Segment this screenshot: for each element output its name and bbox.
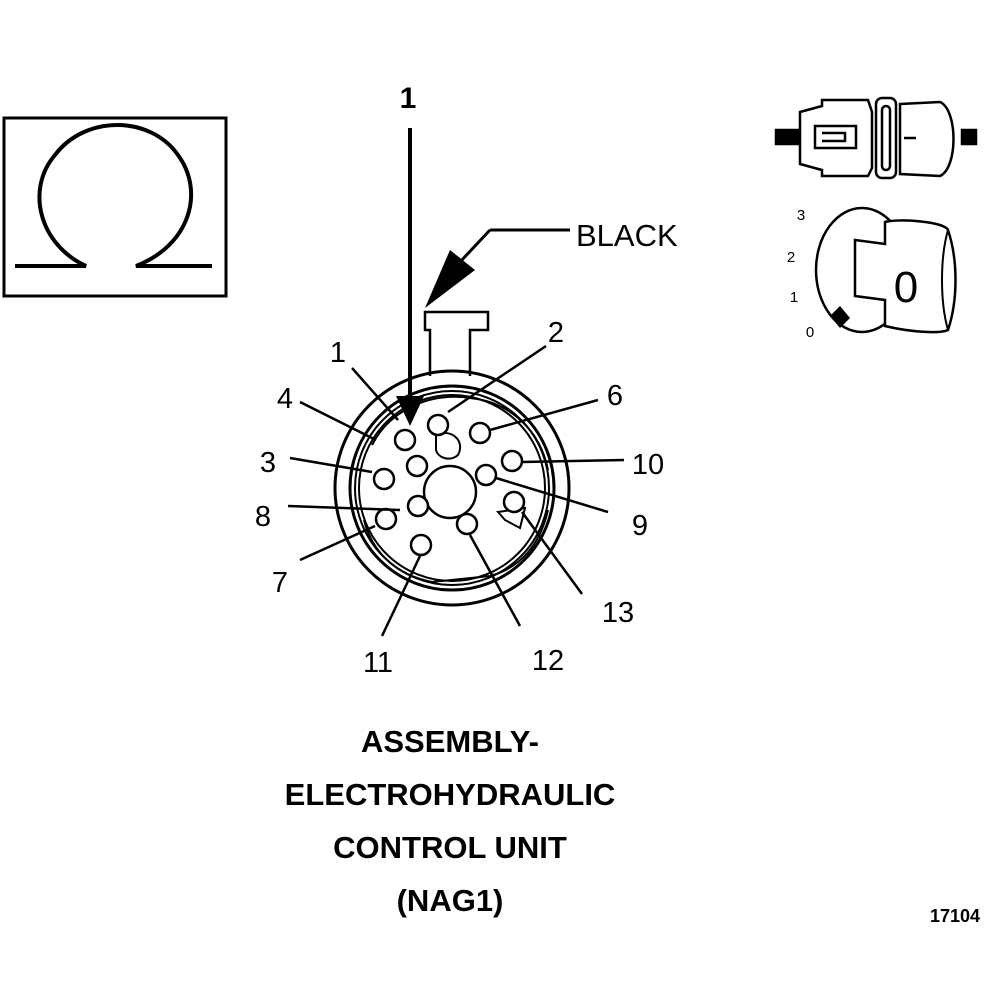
black-label: BLACK [576, 218, 678, 253]
switch-pos-1: 1 [790, 289, 798, 306]
pin-cavities [372, 413, 526, 557]
title-line-4: (NAG1) [396, 883, 504, 918]
selector-knob-label: 0 [894, 263, 918, 312]
switch-pos-2: 2 [787, 249, 795, 266]
pin-label-11: 11 [363, 647, 393, 679]
pin-cavity-13 [502, 490, 526, 514]
pin-cavity-11 [409, 533, 433, 557]
pin-cavity-12 [455, 512, 479, 536]
title-line-3: CONTROL UNIT [333, 830, 567, 865]
pin-label-8: 8 [255, 501, 271, 533]
title-line-1: ASSEMBLY- [360, 724, 539, 759]
connector-side-icon [774, 96, 978, 180]
pin-cavity-9 [474, 463, 498, 487]
pin-labels: 1 2 3 4 6 7 8 9 10 11 12 13 [255, 317, 664, 679]
ohm-icon [15, 123, 212, 268]
pin-cavity-8 [406, 494, 430, 518]
pin-label-3: 3 [260, 447, 276, 479]
pin-cavity-1 [393, 428, 417, 452]
pin-cavity-2 [426, 413, 450, 437]
pin-cavity-4 [405, 454, 429, 478]
pin-label-12: 12 [532, 645, 564, 677]
selector-pointer [830, 306, 850, 328]
pin-cavity-3 [372, 467, 396, 491]
pin-cavity-10 [500, 449, 524, 473]
pin-cavity-7 [374, 507, 398, 531]
pin-label-7: 7 [272, 567, 288, 599]
probe-label: 1 [400, 82, 417, 115]
connector-body [333, 310, 571, 607]
black-callout-arrow [425, 250, 475, 308]
black-wire-callout: BLACK [425, 218, 678, 308]
ohm-symbol-text: Ω [0, 0, 1, 1]
ohm-symbol-box: Ω [0, 0, 228, 298]
pin-label-4: 4 [277, 383, 293, 415]
pin-label-2: 2 [548, 317, 564, 349]
selector-switch-icon: 0 3 2 1 0 [787, 206, 957, 341]
pin-label-9: 9 [632, 510, 648, 542]
title-line-2: ELECTROHYDRAULIC [284, 777, 616, 812]
pin-label-1: 1 [330, 337, 346, 369]
figure-number: 17104 [930, 906, 981, 926]
switch-pos-0: 0 [806, 324, 814, 341]
pin-label-6: 6 [607, 380, 623, 412]
pin-label-13: 13 [602, 597, 634, 629]
pin-label-10: 10 [632, 449, 664, 481]
switch-pos-3: 3 [797, 207, 805, 224]
pin-leaders [287, 344, 625, 637]
pin-cavity-6 [468, 421, 492, 445]
